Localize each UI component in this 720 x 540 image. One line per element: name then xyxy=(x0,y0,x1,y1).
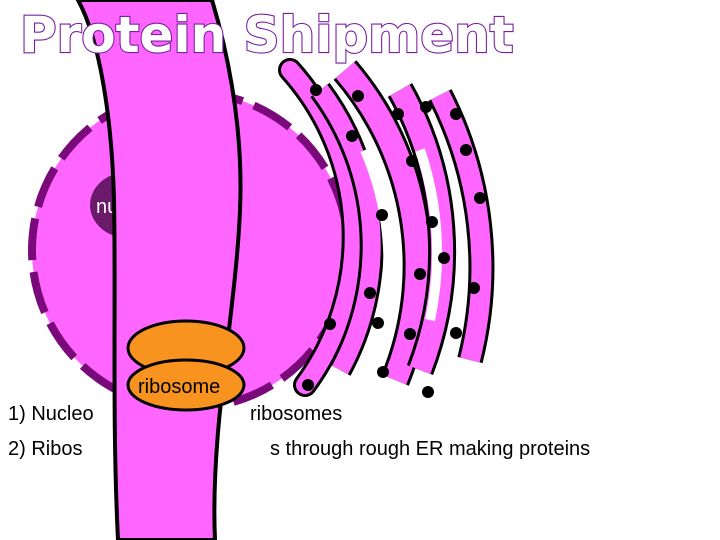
step-1-end: ribosomes xyxy=(250,403,342,425)
er-ribosome-dot xyxy=(404,328,416,340)
rough-er xyxy=(278,58,495,398)
er-ribosome-dot xyxy=(438,252,450,264)
er-ribosome-dot xyxy=(376,209,388,221)
er-ribosome-dot xyxy=(377,366,389,378)
rough-er-cisterna-5 xyxy=(431,90,492,363)
er-lumen-1 xyxy=(360,148,394,332)
er-ribosome-dot xyxy=(310,84,322,96)
er-ribosome-dot xyxy=(422,386,434,398)
er-lumen-2 xyxy=(415,148,443,322)
step-2-end: s through rough ER making proteins xyxy=(270,438,590,460)
er-ribosome-dot xyxy=(324,318,336,330)
er-ribosome-dot xyxy=(302,379,314,391)
step-1-start: 1) Nucleo xyxy=(8,403,94,425)
step-2-start: 2) Ribos xyxy=(8,438,82,460)
rough-er-cisterna-2 xyxy=(312,84,381,375)
ribosome-small-subunit xyxy=(126,358,246,412)
er-ribosome-dot xyxy=(474,192,486,204)
er-ribosome-dot xyxy=(420,101,432,113)
er-ribosome-dots xyxy=(302,84,486,398)
er-ribosome-dot xyxy=(460,144,472,156)
er-ribosome-dot xyxy=(346,130,358,142)
er-ribosome-dot xyxy=(468,282,480,294)
er-ribosome-dot xyxy=(426,216,438,228)
er-ribosome-dot xyxy=(450,108,462,120)
ribosome-label: ribosome xyxy=(138,376,220,398)
er-ribosome-dot xyxy=(364,287,376,299)
er-ribosome-dot xyxy=(414,268,426,280)
er-ribosome-dot xyxy=(406,155,418,167)
page-title: Protein Shipment xyxy=(20,6,514,64)
er-ribosome-dot xyxy=(450,327,462,339)
er-ribosome-dot xyxy=(352,90,364,102)
er-ribosome-dot xyxy=(372,317,384,329)
rough-er-cisterna-1 xyxy=(281,61,363,394)
er-ribosome-dot xyxy=(392,108,404,120)
